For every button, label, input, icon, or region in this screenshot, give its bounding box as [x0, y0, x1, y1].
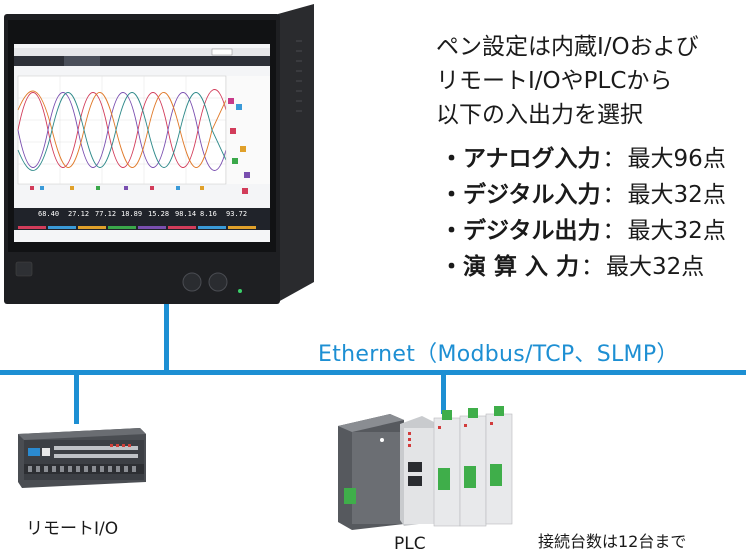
spec-separator: ：	[602, 182, 626, 208]
remote-io-drop-line	[74, 374, 79, 424]
spec-separator: ：	[581, 254, 605, 280]
power-led	[238, 289, 242, 293]
ethernet-bus-line	[0, 370, 746, 375]
readout-4: 15.28	[148, 210, 169, 218]
readout-bar	[14, 208, 270, 230]
description-line-3: 以下の入出力を選択	[436, 102, 643, 128]
description-line-2: リモートI/OやPLCから	[436, 68, 673, 94]
spec-digital-output: ・デジタル出力：最大32点	[440, 216, 726, 246]
spec-separator: ：	[602, 218, 626, 244]
spec-separator: ：	[602, 146, 626, 172]
spec-value: 最大32点	[606, 254, 705, 280]
readout-7: 93.72	[226, 210, 247, 218]
plc-drop-line	[441, 374, 446, 414]
readout-0: 68.40	[38, 210, 59, 218]
spec-digital-input: ・デジタル入力：最大32点	[440, 180, 726, 210]
spec-label: ・アナログ入力	[440, 146, 601, 172]
func-button-1	[182, 272, 202, 292]
recorder-drop-line	[164, 304, 169, 374]
readout-1: 27.12	[68, 210, 89, 218]
spec-value: 最大96点	[627, 146, 726, 172]
spec-label: ・デジタル出力	[440, 218, 601, 244]
plc-label: PLC	[394, 534, 426, 554]
spec-calc-input: ・演 算 入 力：最大32点	[440, 252, 704, 282]
readout-5: 98.14	[175, 210, 196, 218]
menu-key	[15, 261, 33, 277]
remote-io-device	[18, 428, 146, 488]
spec-value: 最大32点	[627, 182, 726, 208]
spec-analog-input: ・アナログ入力：最大96点	[440, 144, 726, 174]
paperless-recorder: 68.40 27.12 77.12 18.89 15.28 98.14 8.16…	[4, 4, 314, 304]
spec-label: ・デジタル入力	[440, 182, 601, 208]
plc-device	[338, 406, 513, 530]
remote-io-label: リモートI/O	[26, 519, 119, 539]
spec-label: ・演 算 入 力	[440, 254, 580, 280]
description-line-1: ペン設定は内蔵I/Oおよび	[436, 34, 699, 60]
spec-value: 最大32点	[627, 218, 726, 244]
readout-6: 8.16	[200, 210, 217, 218]
plc-count-note: 接続台数は12台まで	[538, 532, 687, 551]
func-button-2	[208, 272, 228, 292]
readout-2: 77.12	[95, 210, 116, 218]
ethernet-label: Ethernet（Modbus/TCP、SLMP）	[318, 342, 679, 367]
readout-3: 18.89	[121, 210, 142, 218]
